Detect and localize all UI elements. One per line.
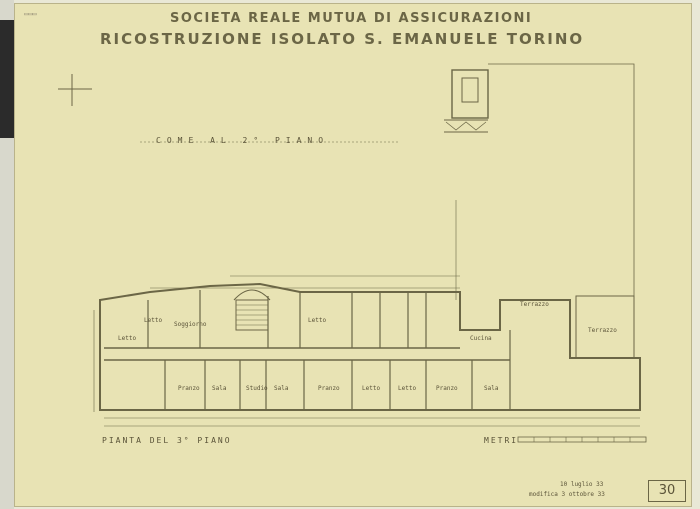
railing <box>445 121 487 131</box>
room-label: Soggiorno <box>174 321 207 328</box>
building-outline <box>99 282 641 411</box>
room-label: Letto <box>308 317 326 324</box>
title-line-1: SOCIETA REALE MUTUA DI ASSICURAZIONI <box>170 11 533 26</box>
room-label: Terrazzo <box>520 301 549 308</box>
archive-stamp: ▭▭▭ <box>24 10 37 18</box>
terrace <box>575 295 635 359</box>
scanner-edge-dark <box>0 20 14 138</box>
room-label: Sala <box>484 385 499 392</box>
main-stair-arc <box>233 289 271 301</box>
room-label: Cucina <box>470 335 492 342</box>
date-line-1: 10 luglio 33 <box>560 481 604 488</box>
room-label: Terrazzo <box>588 327 617 334</box>
date-line-2: modifica 3 ottobre 33 <box>529 491 605 498</box>
room-label: Sala <box>212 385 227 392</box>
stair-well <box>461 77 479 103</box>
room-label: Pranzo <box>436 385 458 392</box>
drawing-sheet <box>14 3 692 507</box>
stair-detail <box>451 69 489 119</box>
title-line-2: RICOSTRUZIONE ISOLATO S. EMANUELE TORINO <box>100 30 585 48</box>
courtyard-outline <box>488 63 635 320</box>
room-label: Letto <box>398 385 416 392</box>
room-label: Letto <box>362 385 380 392</box>
scanner-edge <box>0 0 14 509</box>
plan-caption: PIANTA DEL 3° PIANO <box>102 436 232 445</box>
room-label: Pranzo <box>318 385 340 392</box>
stair-treads <box>236 304 268 326</box>
room-label: Letto <box>144 317 162 324</box>
sheet-number: 30 <box>648 480 686 502</box>
room-label: Letto <box>118 335 136 342</box>
room-label: Studio <box>246 385 268 392</box>
scale-label: METRI <box>484 436 519 445</box>
scale-ticks <box>533 437 631 442</box>
room-label: Pranzo <box>178 385 200 392</box>
room-label: Sala <box>274 385 289 392</box>
note-upper-floor: COME AL 2° PIANO <box>156 136 330 145</box>
partition-walls <box>147 290 511 410</box>
